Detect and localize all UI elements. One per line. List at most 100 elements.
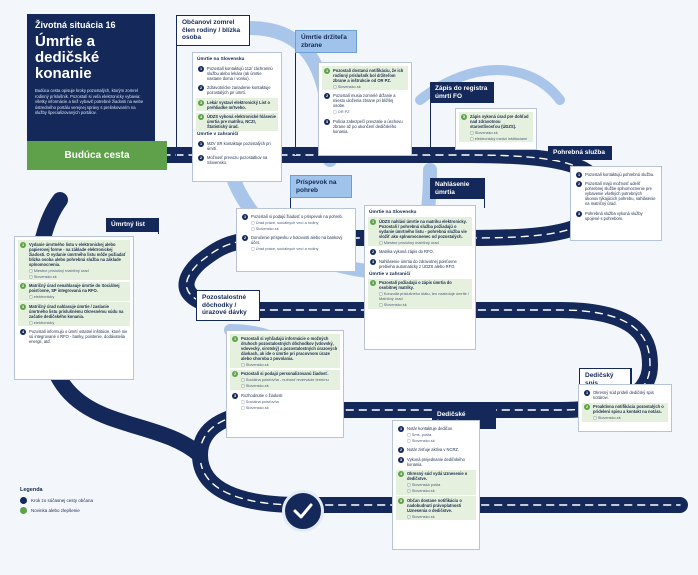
step-text: Polícia zabezpečí prevzatie a úschovu zb… (333, 118, 403, 134)
step-channel: elektronicky (29, 320, 128, 325)
step-number: 2 (232, 371, 238, 377)
step-channel: Slovensko.sk (470, 130, 531, 135)
step-text: Notár zisťuje aktíva v NCRZ. (407, 447, 460, 452)
step-number: 1 (584, 389, 590, 396)
flag-pole (295, 30, 296, 155)
step-channel: Slovensko.sk (407, 488, 474, 493)
page-title: Úmrtie a dedičské konanie (35, 33, 100, 82)
step-channel: Konzulát príslušného štátu, ten nasleduj… (379, 291, 470, 301)
legend-item-label: Novinka alebo zlepšenie (31, 508, 80, 513)
step-text: Možnosť prevozu pozostatkov na Slovensko… (207, 155, 268, 165)
step-text: Doručenie príspevku v hotovosti alebo na… (251, 235, 343, 245)
step-channel: Miestne príslušný matričný úrad (29, 268, 128, 273)
step-channel: Sociálna poisťovňa - nutnosť rezervácie … (241, 377, 338, 382)
step-channel: elektronický medzi inštitúciami (470, 136, 531, 141)
step-channel: OR PZ (333, 109, 406, 114)
step-number: 4 (398, 471, 404, 477)
legend: Legenda Krok zo súčasnej cesty občana No… (20, 487, 130, 517)
step-number: 4 (198, 114, 204, 120)
step-text: Pozostalí informujú o úmrtí ostatné inšt… (29, 329, 128, 344)
flag-fo-registry: Zápis do registra úmrtí FO (430, 82, 494, 103)
step-number: 1 (398, 425, 404, 432)
step-channel: Slovensko.sk (407, 438, 474, 443)
step-text: Pozostalí majú možnosť udeliť pohrebnej … (585, 181, 656, 206)
legend-item-new: Novinka alebo zlepšenie (20, 507, 130, 514)
step-number: 3 (398, 456, 404, 463)
step-number: 5 (398, 497, 404, 504)
step-text: Matričný úrad nahlasuje úmrtie / zaslani… (29, 303, 124, 319)
step-text: Matrika vykoná zápis do RFO. (379, 249, 434, 254)
step-number: 2 (198, 155, 204, 161)
step-number: 2 (398, 447, 404, 453)
step-text: Vykoná prejednanie dedičského konania. (407, 456, 465, 467)
step-channel: Slovensko.sk (241, 405, 338, 410)
step-number: 2 (576, 181, 582, 187)
card-section-title: Úmrtie v zahraničí (197, 132, 239, 137)
step-channel: Úrad práce, sociálnych vecí a rodiny (251, 246, 350, 251)
step-text: Zdravotnícke zariadenie kontaktuje pozos… (207, 85, 271, 95)
step-channel: Miestne príslušný matričný úrad (379, 240, 470, 245)
step-number: 2 (370, 249, 376, 255)
step-number: 4 (20, 329, 26, 335)
step-channel: Sms, pošta (407, 432, 474, 437)
step-channel: Slovensko.sk (251, 226, 350, 231)
step-text: Pozostalí dostanú notifikáciu, že ich ro… (333, 67, 404, 83)
flag-deceased: Občanovi zomrel člen rodiny / blízka oso… (176, 15, 250, 46)
legend-title: Legenda (20, 487, 43, 493)
step-number: 1 (232, 335, 238, 342)
step-text: Lekár vystaví elektronický List o prehli… (207, 99, 271, 110)
step-text: Vydanie úmrtného listu v elektronickej a… (29, 241, 126, 267)
legend-swatch (20, 507, 27, 514)
card-section-title: Úmrtie na Slovensku (197, 57, 245, 62)
step-number: 3 (232, 392, 238, 399)
flag-funeral-allowance: Príspevok na pohreb (290, 175, 352, 198)
legend-item-label: Krok zo súčasnej cesty občana (31, 498, 94, 503)
step-text: Pohrebná služba vykoná služby spojené s … (585, 210, 643, 221)
step-number: 1 (576, 171, 582, 178)
legend-swatch (20, 497, 27, 504)
step-text: Pozostalí kontaktujú pohrebnú službu. (585, 171, 655, 177)
step-number: 2 (324, 93, 330, 99)
step-number: 1 (370, 280, 376, 286)
flag-funeral-service: Pohrebná služba (548, 146, 612, 160)
step-text: Notár kontaktuje dedičov. (407, 425, 453, 431)
step-number: 1 (370, 218, 376, 225)
flag-pole (158, 218, 159, 234)
step-channel: Slovensko.sk (241, 362, 338, 367)
step-channel: Slovensko.sk (29, 274, 128, 279)
step-text: Pozostalí musia zomrelé držanie a miesto… (333, 93, 396, 108)
step-text: Pozostalí si vyhľadajú informácie o možn… (241, 335, 338, 361)
step-text: Pozostalí kontaktujú 112/ záchrannú služ… (207, 65, 273, 81)
step-number: 1 (20, 241, 26, 248)
step-text: Pozostalí požiadajú o zápis úmrtia do os… (379, 280, 452, 290)
step-text: Nahlásenie úmrtia do zdravotnej poisťovn… (379, 258, 457, 269)
flag-death-certificate: Úmrtný list (106, 218, 158, 232)
